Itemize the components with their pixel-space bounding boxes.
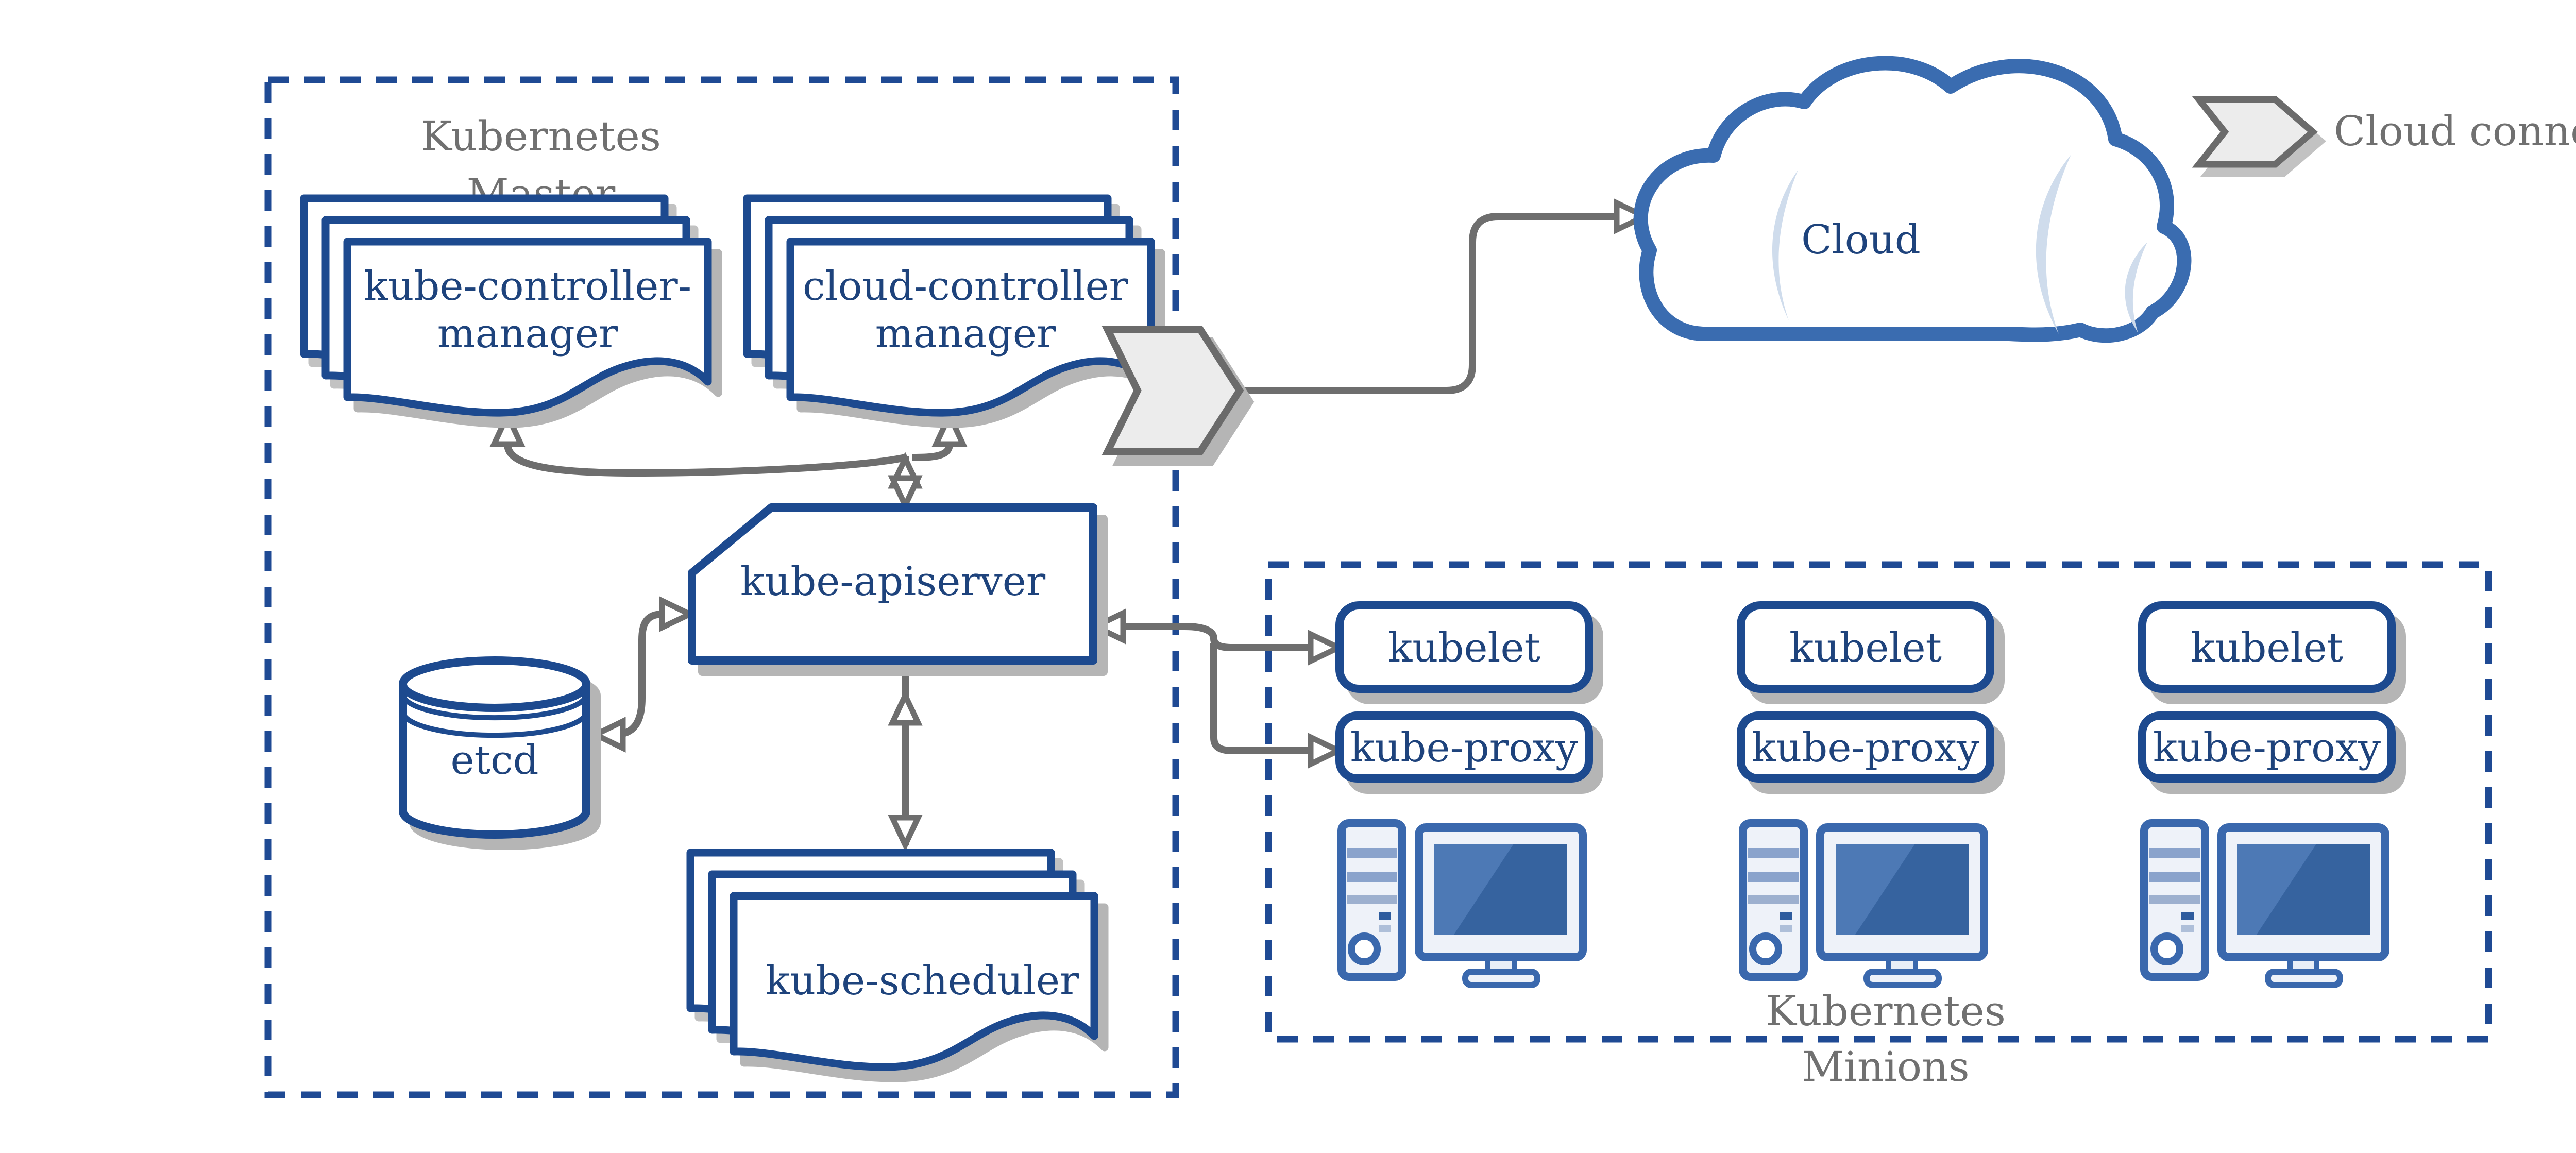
apiserver-kubeproxy-line — [1210, 643, 1311, 754]
legend-cloud-connector-label: Cloud connector — [2334, 107, 2576, 155]
kube-apiserver-label: kube-apiserver — [740, 558, 1046, 605]
kube-controller-to-junction-line — [504, 444, 906, 477]
kube-controller-manager-node: kube-controller- manager — [304, 198, 708, 413]
kubernetes-master-boundary — [264, 76, 1179, 1098]
kube-proxy-label-1: kube-proxy — [1350, 725, 1578, 771]
kubelet-label-3: kubelet — [2191, 625, 2343, 671]
kube-proxy-box-2 — [1737, 711, 1994, 783]
cloud-connector-chevron-icon — [1101, 326, 1244, 455]
kube-proxy-label-2: kube-proxy — [1752, 725, 1979, 771]
kube-proxy-box-1 — [1335, 711, 1593, 783]
cloud-controller-manager-label-line1: cloud-controller — [803, 263, 1129, 310]
kube-scheduler-node: kube-scheduler — [690, 853, 1094, 1067]
minions-label-line1: Kubernetes — [1766, 987, 2006, 1035]
kube-proxy-box-3 — [2138, 711, 2396, 783]
kubelet-box-3 — [2138, 601, 2396, 693]
kube-apiserver-node: kube-apiserver — [688, 503, 1097, 665]
arrowhead-into-apiserver-left — [659, 596, 697, 632]
kubelet-label-2: kubelet — [1789, 625, 1942, 671]
minions-label-line2: Minions — [1802, 1043, 1969, 1091]
legend: Cloud connector — [2192, 96, 2576, 168]
minion-node-1: kubelet kube-proxy — [1335, 601, 1593, 985]
minion-node-2: kubelet kube-proxy — [1737, 601, 1994, 985]
arrowhead-into-kube-proxy — [1308, 733, 1345, 769]
kube-proxy-label-3: kube-proxy — [2153, 725, 2381, 771]
kube-controller-manager-label-line2: manager — [437, 311, 618, 357]
arrowhead-into-cloud — [1614, 198, 1651, 234]
kubernetes-minions-boundary — [1265, 561, 2492, 1043]
kubelet-box-2 — [1737, 601, 1994, 693]
cloud-label: Cloud — [1801, 217, 1921, 263]
arrowhead-into-cloud-controller-manager — [931, 408, 968, 447]
etcd-label: etcd — [450, 737, 538, 784]
arrowhead-into-kubelet — [1308, 630, 1345, 666]
computer-icon-2 — [1743, 823, 1984, 985]
connectors — [489, 198, 1651, 852]
apiserver-kubelet-line — [1123, 623, 1311, 651]
computer-icon-3 — [2144, 823, 2385, 985]
master-label-line1: Kubernetes — [421, 112, 661, 160]
apiserver-etcd-line — [614, 611, 663, 738]
kubelet-box-1 — [1335, 601, 1593, 693]
arrowhead-into-kube-controller-manager — [489, 408, 526, 447]
legend-chevron-icon — [2192, 96, 2318, 168]
computer-icon-1 — [1342, 823, 1583, 985]
kubelet-label-1: kubelet — [1388, 625, 1540, 671]
etcd-node: etcd — [399, 656, 590, 839]
cloud-controller-manager-node: cloud-controller manager — [747, 198, 1151, 413]
cloud-controller-to-junction-line — [911, 444, 953, 461]
cloud-node: Cloud — [1633, 56, 2192, 343]
arrowhead-into-apiserver-top — [888, 475, 923, 512]
minion-node-3: kubelet kube-proxy — [2138, 601, 2396, 985]
cloud-controller-manager-label-line2: manager — [875, 311, 1056, 357]
arrowhead-into-etcd — [589, 717, 626, 753]
arrowhead-into-apiserver-right — [1089, 608, 1126, 645]
kube-controller-manager-label-line1: kube-controller- — [364, 263, 691, 310]
arrowhead-up-into-apiserver-bottom — [888, 689, 923, 726]
arrowhead-into-kube-scheduler — [888, 815, 923, 852]
cloud-connector-line — [1240, 213, 1616, 394]
kube-scheduler-label: kube-scheduler — [766, 958, 1079, 1004]
